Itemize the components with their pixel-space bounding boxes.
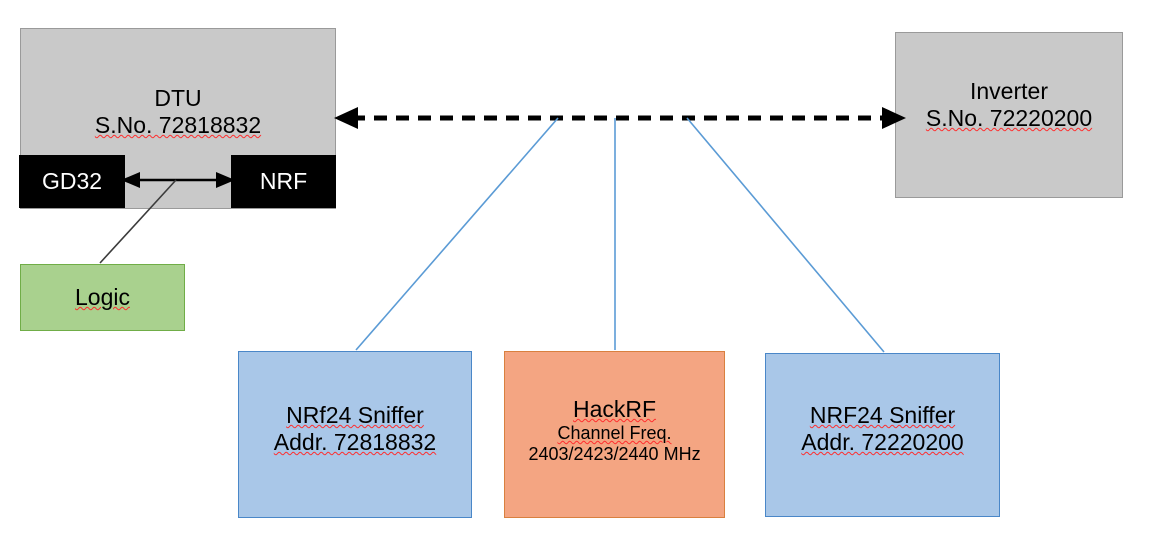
node-logic-label: Logic bbox=[75, 283, 130, 310]
node-sniffer-right[interactable]: NRF24 Sniffer Addr. 72220200 bbox=[765, 353, 1000, 517]
node-gd32[interactable]: GD32 bbox=[19, 155, 125, 208]
node-inverter-serial: S.No. 72220200 bbox=[925, 105, 1093, 132]
node-hackrf[interactable]: HackRF Channel Freq. 2403/2423/2440 MHz bbox=[504, 351, 725, 518]
node-nrf[interactable]: NRF bbox=[231, 155, 336, 208]
node-nrf-label: NRF bbox=[259, 167, 308, 194]
node-inverter[interactable]: Inverter S.No. 72220200 bbox=[895, 32, 1123, 198]
node-sniffer-right-title: NRF24 Sniffer bbox=[809, 402, 956, 428]
sniffer-right-tap bbox=[686, 117, 885, 353]
node-hackrf-channel-label: Channel Freq. bbox=[557, 423, 672, 444]
node-sniffer-right-addr: Addr. 72220200 bbox=[801, 429, 964, 456]
node-dtu-title: DTU bbox=[154, 85, 202, 111]
node-inverter-title: Inverter bbox=[970, 78, 1048, 104]
node-logic[interactable]: Logic bbox=[20, 264, 185, 331]
rf-link-arrowhead-left bbox=[334, 107, 358, 129]
node-dtu-serial: S.No. 72818832 bbox=[94, 112, 262, 139]
node-sniffer-left[interactable]: NRf24 Sniffer Addr. 72818832 bbox=[238, 351, 472, 518]
node-hackrf-title: HackRF bbox=[572, 396, 657, 422]
node-hackrf-frequencies: 2403/2423/2440 MHz bbox=[528, 444, 701, 465]
dtu-inverter-rf-link bbox=[334, 107, 906, 129]
node-sniffer-left-title: NRf24 Sniffer bbox=[286, 402, 424, 428]
sniffer-left-tap bbox=[355, 117, 559, 351]
node-sniffer-left-addr: Addr. 72818832 bbox=[273, 429, 437, 456]
node-gd32-label: GD32 bbox=[41, 167, 103, 194]
